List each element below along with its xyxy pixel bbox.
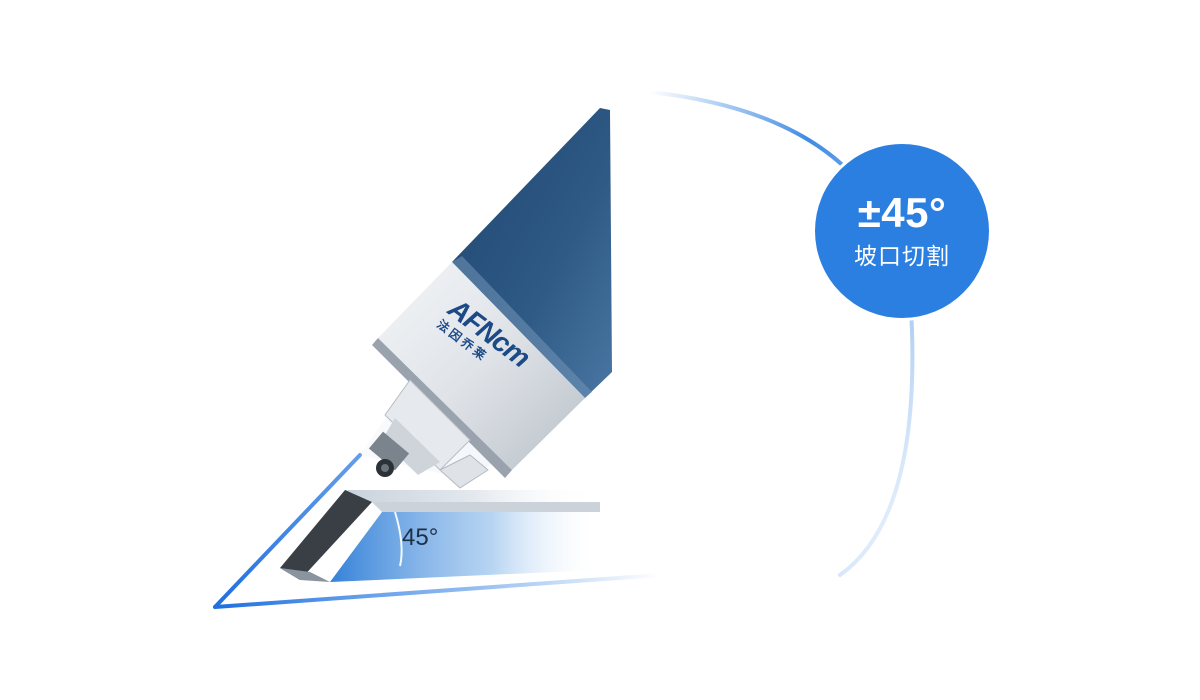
workpiece-slab [280,490,600,582]
angle-badge: ±45° 坡口切割 [815,144,989,318]
bevel-angle-arc [394,511,403,567]
badge-caption: 坡口切割 [854,244,950,270]
cut-cone-outline [213,453,662,609]
head-silver-collar [378,262,585,470]
head-blue-body [452,108,612,398]
cut-beam [330,512,600,582]
slab-bevel-face [280,490,372,580]
badge-angle-value: ±45° [857,189,947,236]
bevel-angle-label: 45° [402,524,439,551]
laser-head [368,108,612,489]
